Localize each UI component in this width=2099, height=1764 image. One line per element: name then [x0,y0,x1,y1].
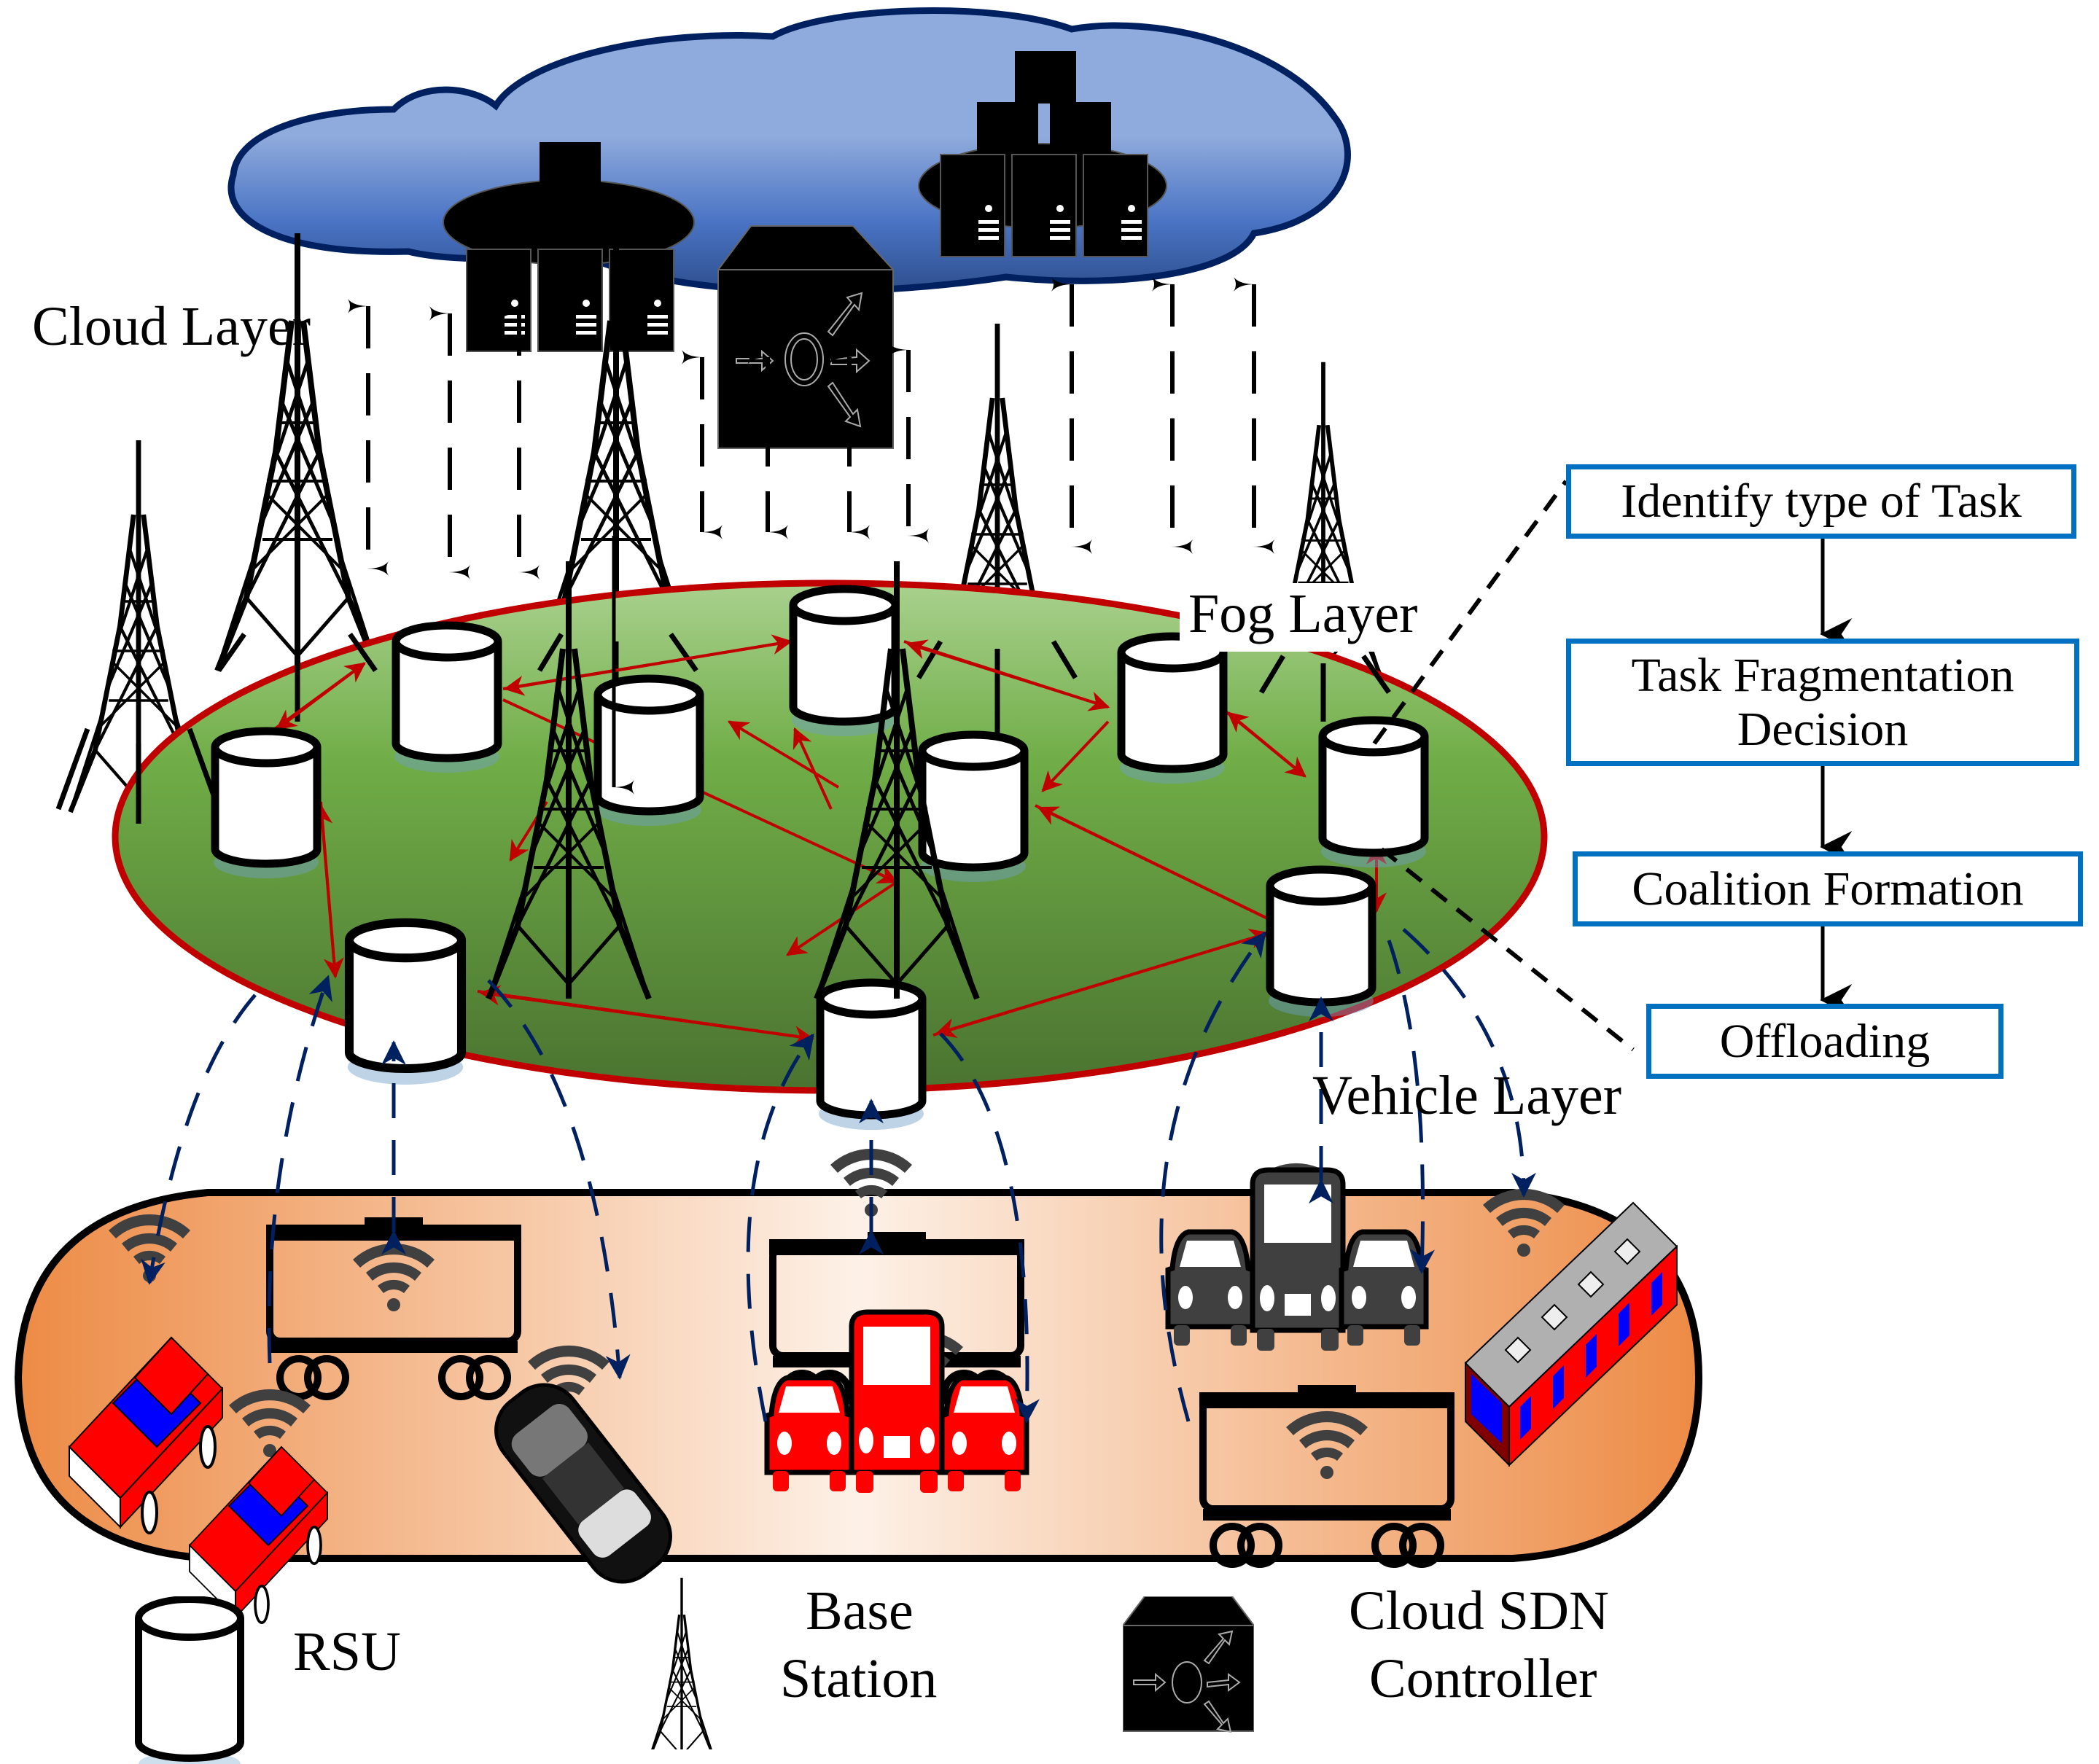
flow-step-label: Task Fragmentation [1631,648,2014,702]
flow-step-label: Decision [1737,702,1909,756]
legend-sdn-label-line1: Cloud SDN [1349,1580,1609,1642]
legend-rsu-icon [135,1596,244,1764]
flow-step-coalition-formation: Coalition Formation [1573,851,2083,926]
flow-step-label: Coalition Formation [1632,862,2024,916]
cloud-layer-label: Cloud Layer [32,296,311,357]
bus-icon [1464,1201,1678,1467]
legend-base-station-label-line2: Station [780,1648,938,1709]
flow-step-task-fragmentation: Task Fragmentation Decision [1566,639,2079,766]
rsu-cylinder-icon [1269,870,1374,1017]
vehicles [68,1148,1678,1624]
rsu-cylinder-icon [1120,636,1225,784]
server-cluster-right [918,51,1167,257]
rsu-cylinder-icon [348,923,463,1085]
flow-step-label: Identify type of Task [1621,475,2022,528]
vehicle-layer-label: Vehicle Layer [1312,1065,1622,1126]
cloud-fog-links [348,277,1274,579]
legend-tower-icon [647,1577,717,1749]
legend-rsu-label: RSU [293,1621,401,1682]
flow-step-offloading: Offloading [1646,1004,2003,1079]
rsu-cylinder-icon [214,731,319,878]
fog-layer-label: Fog Layer [1180,583,1427,652]
legend-sdn-controller-icon [1123,1596,1254,1733]
autonomous-car-icon [494,1383,672,1584]
callout-lines [1372,480,1635,1052]
legend-sdn-label-line2: Controller [1369,1648,1597,1709]
sdn-controller-icon [717,225,894,449]
rsu-cylinder-icon [394,625,499,773]
legend: RSU Base Station Cloud SDN Controller [0,1574,1750,1764]
server-cluster-left [443,142,695,352]
vehicle-fog-links [141,928,1536,1424]
legend-base-station-label-line1: Base [806,1580,914,1642]
flow-step-label: Offloading [1719,1014,1931,1068]
cloud-layer [227,7,1351,449]
flow-step-identify-task: Identify type of Task [1566,464,2076,539]
